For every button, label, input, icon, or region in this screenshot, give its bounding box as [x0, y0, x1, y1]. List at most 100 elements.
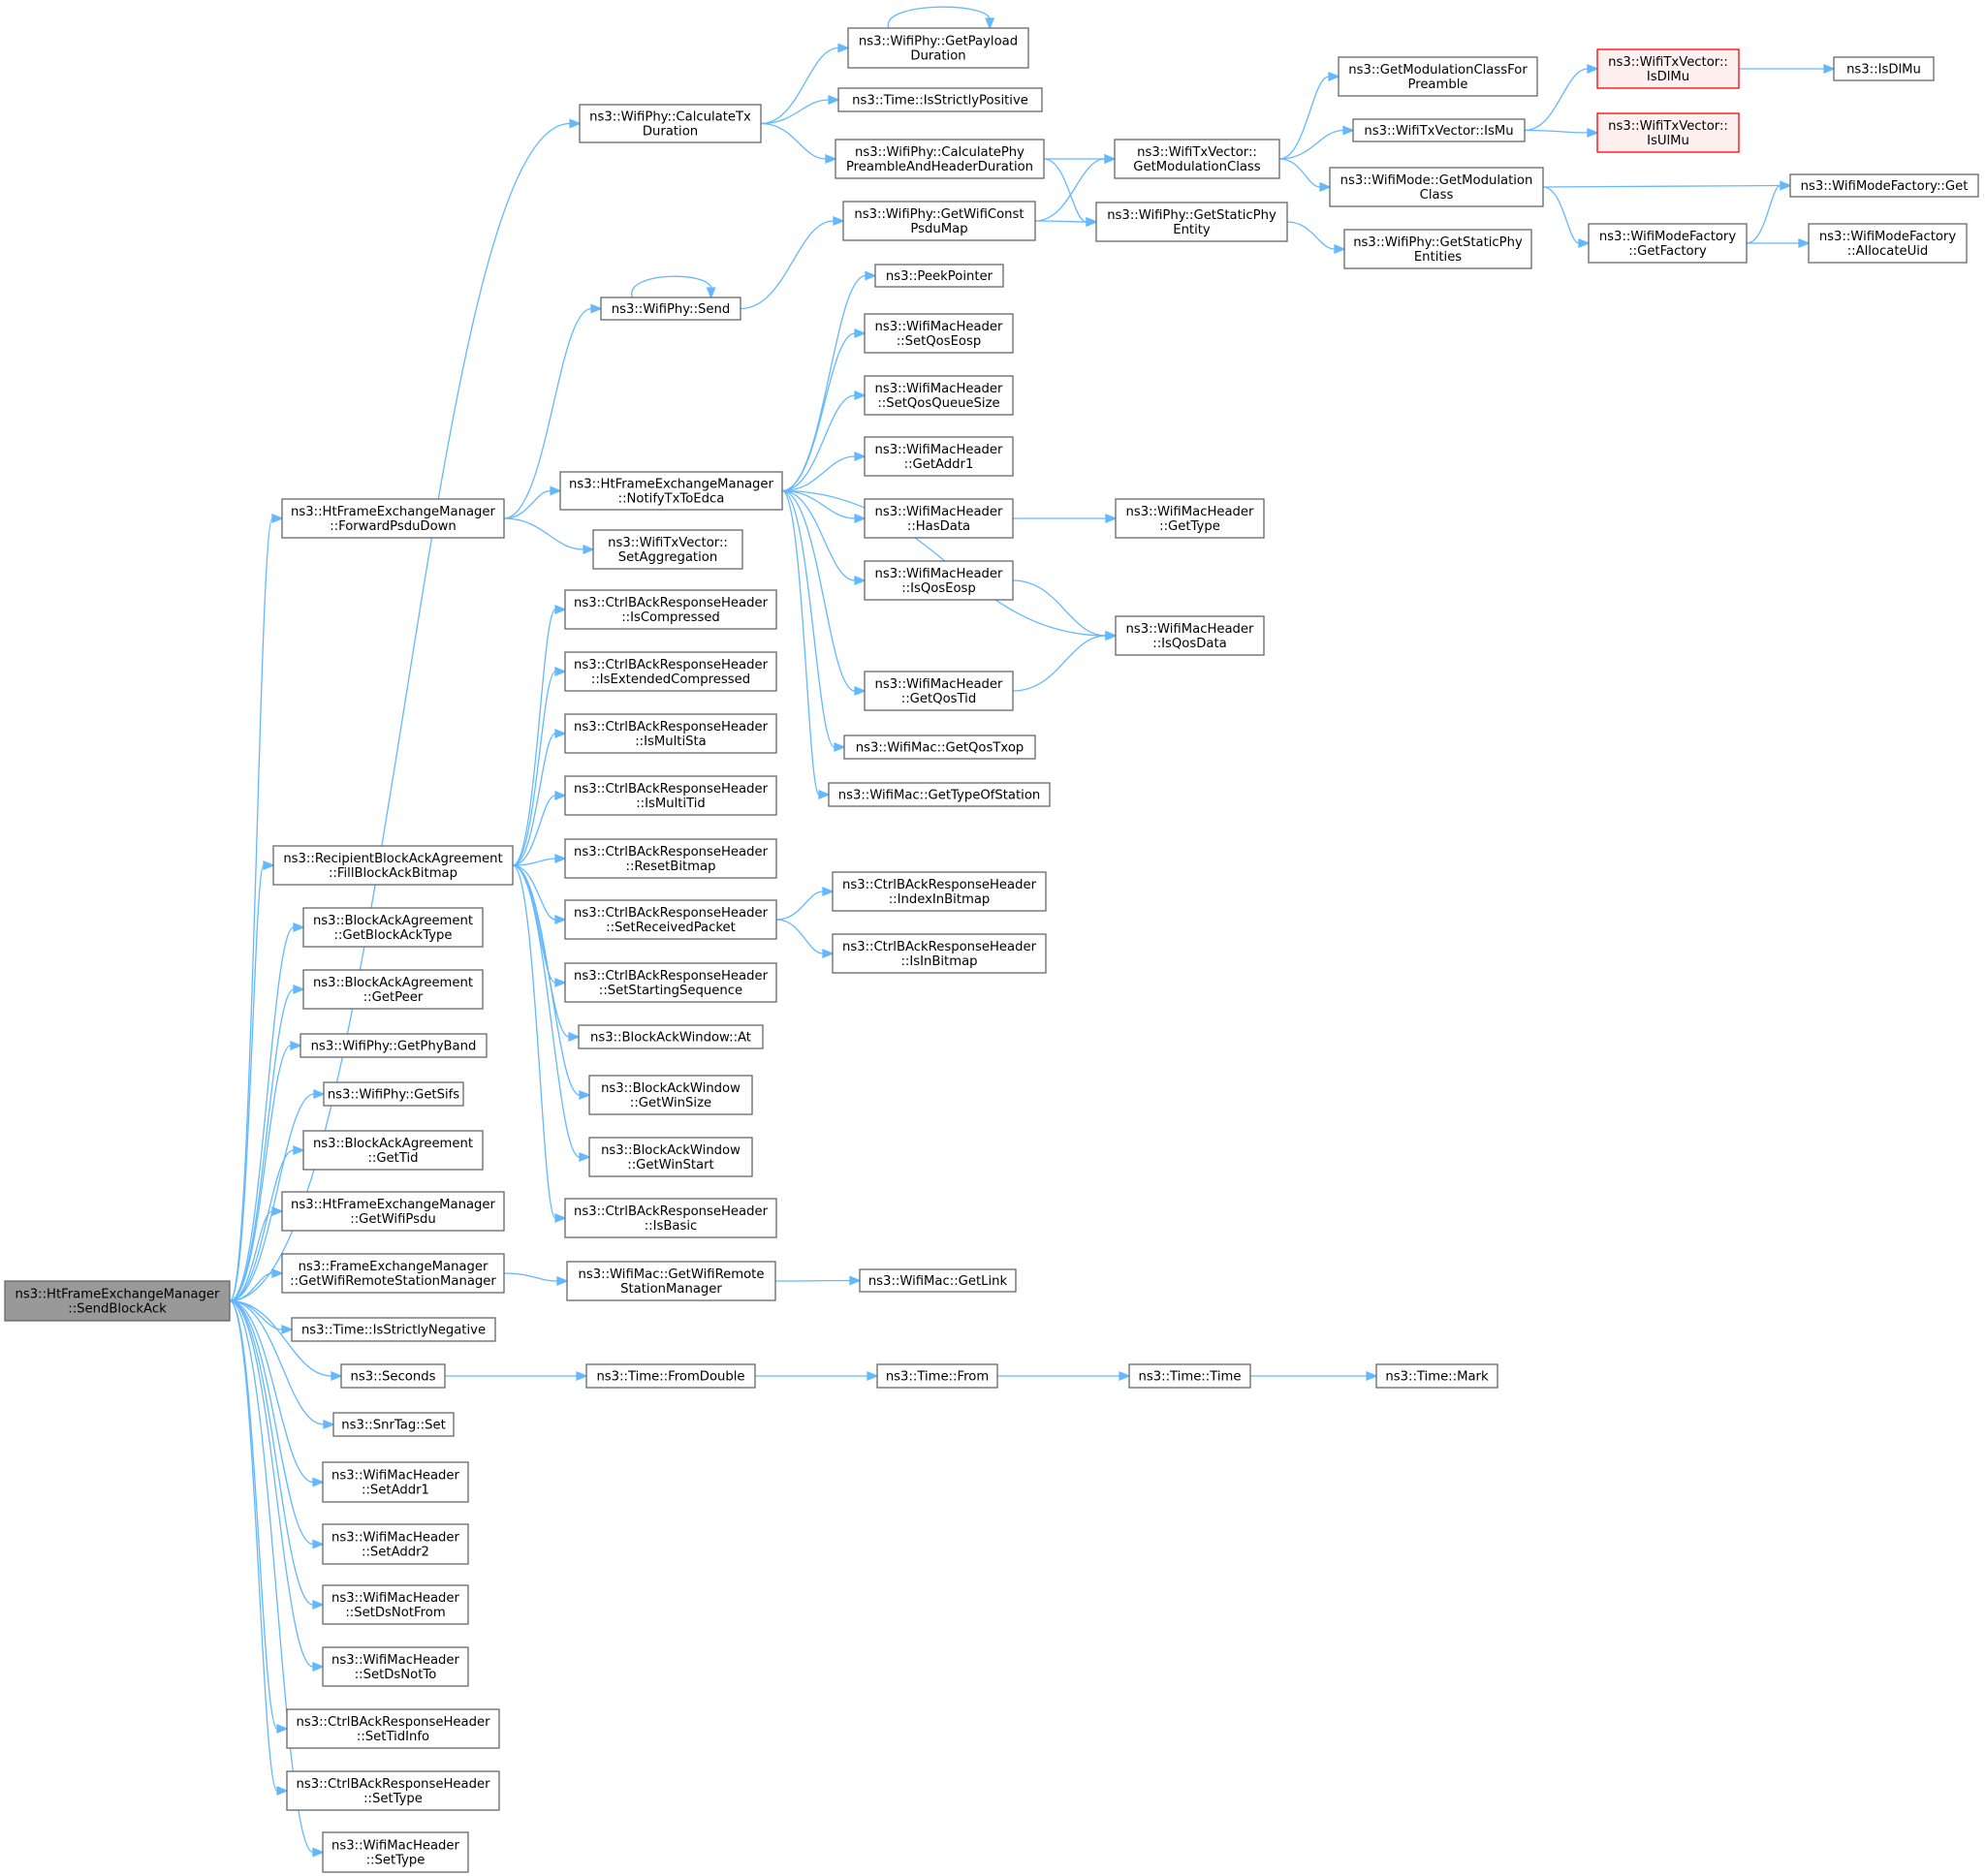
node-label: ns3::WifiTxVector:: — [1608, 55, 1728, 70]
node-seconds[interactable]: ns3::Seconds — [340, 1363, 446, 1389]
node-isMultiSta[interactable]: ns3::CtrlBAckResponseHeader::IsMultiSta — [564, 713, 777, 754]
node-getAddr1[interactable]: ns3::WifiMacHeader::GetAddr1 — [864, 436, 1014, 477]
node-getQosTxop[interactable]: ns3::WifiMac::GetQosTxop — [843, 735, 1036, 760]
node-send[interactable]: ns3::WifiPhy::Send — [600, 297, 741, 321]
node-txvGetModClass[interactable]: ns3::WifiTxVector::GetModulationClass — [1114, 139, 1280, 179]
node-fillBitmap[interactable]: ns3::RecipientBlockAckAgreement::FillBlo… — [272, 845, 514, 886]
node-from[interactable]: ns3::Time::From — [876, 1363, 998, 1389]
node-calcPhyPre[interactable]: ns3::WifiPhy::CalculatePhyPreambleAndHea… — [835, 139, 1045, 179]
node-label: ::HasData — [907, 519, 970, 534]
node-isBasic[interactable]: ns3::CtrlBAckResponseHeader::IsBasic — [564, 1198, 777, 1238]
node-box — [859, 1268, 1017, 1293]
node-getBlockAckType[interactable]: ns3::BlockAckAgreement::GetBlockAckType — [302, 907, 484, 948]
node-timeCtor[interactable]: ns3::Time::Time — [1128, 1363, 1251, 1389]
node-getPeer[interactable]: ns3::BlockAckAgreement::GetPeer — [302, 969, 484, 1010]
node-isDlMu[interactable]: ns3::IsDlMu — [1833, 56, 1935, 81]
node-isMultiTid[interactable]: ns3::CtrlBAckResponseHeader::IsMultiTid — [564, 775, 777, 816]
node-setAggregation[interactable]: ns3::WifiTxVector::SetAggregation — [592, 529, 743, 570]
node-bawGetWinSize[interactable]: ns3::BlockAckWindow::GetWinSize — [588, 1075, 753, 1115]
node-getType[interactable]: ns3::WifiMacHeader::GetType — [1115, 498, 1265, 539]
node-isInBitmap[interactable]: ns3::CtrlBAckResponseHeader::IsInBitmap — [832, 933, 1047, 974]
node-baGetTid[interactable]: ns3::BlockAckAgreement::GetTid — [302, 1130, 484, 1171]
node-label: ::AllocateUid — [1847, 244, 1929, 259]
node-fromDouble[interactable]: ns3::Time::FromDouble — [585, 1363, 756, 1389]
node-txvIsMu[interactable]: ns3::WifiTxVector::IsMu — [1352, 118, 1526, 142]
node-setDsNotTo[interactable]: ns3::WifiMacHeader::SetDsNotTo — [322, 1646, 469, 1687]
node-setQosQueueSize[interactable]: ns3::WifiMacHeader::SetQosQueueSize — [864, 375, 1014, 416]
node-label: ns3::BlockAckAgreement — [313, 1137, 473, 1151]
node-indexInBitmap[interactable]: ns3::CtrlBAckResponseHeader::IndexInBitm… — [832, 871, 1047, 912]
node-label: SetAggregation — [618, 550, 717, 565]
edge-arrowhead — [1319, 182, 1332, 192]
edge-line — [760, 99, 830, 125]
node-box — [842, 201, 1036, 241]
node-box — [876, 1363, 998, 1389]
edge-line — [512, 609, 556, 866]
node-box — [286, 1770, 500, 1811]
node-wmGetModClass[interactable]: ns3::WifiMode::GetModulationClass — [1329, 167, 1544, 207]
node-bawGetWinStart[interactable]: ns3::BlockAckWindow::GetWinStart — [588, 1137, 753, 1177]
node-label: ns3::CtrlBAckResponseHeader — [574, 658, 769, 672]
node-label: ns3::WifiPhy::GetWifiConst — [854, 207, 1024, 222]
edge-line — [512, 864, 581, 1158]
node-fxmGetRsm[interactable]: ns3::FrameExchangeManager::GetWifiRemote… — [281, 1253, 505, 1294]
node-macGetRsm[interactable]: ns3::WifiMac::GetWifiRemoteStationManage… — [566, 1261, 776, 1301]
node-setQosEosp[interactable]: ns3::WifiMacHeader::SetQosEosp — [864, 313, 1014, 354]
node-root[interactable]: ns3::HtFrameExchangeManager::SendBlockAc… — [4, 1280, 231, 1322]
node-box — [1338, 56, 1538, 97]
node-strictNeg[interactable]: ns3::Time::IsStrictlyNegative — [291, 1317, 496, 1342]
node-setDsNotFrom[interactable]: ns3::WifiMacHeader::SetDsNotFrom — [322, 1584, 469, 1625]
node-bawAt[interactable]: ns3::BlockAckWindow::At — [578, 1024, 764, 1049]
node-isQosData[interactable]: ns3::WifiMacHeader::IsQosData — [1115, 615, 1265, 656]
node-snrSet[interactable]: ns3::SnrTag::Set — [332, 1412, 455, 1437]
edge-line — [1542, 184, 1781, 188]
node-getPhyBand[interactable]: ns3::WifiPhy::GetPhyBand — [299, 1033, 488, 1058]
node-getTypeOfStation[interactable]: ns3::WifiMac::GetTypeOfStation — [828, 782, 1051, 807]
edge-line — [229, 122, 571, 1302]
edge-arrowhead — [854, 514, 867, 523]
node-setAddr1[interactable]: ns3::WifiMacHeader::SetAddr1 — [322, 1461, 469, 1503]
node-isQosEosp[interactable]: ns3::WifiMacHeader::IsQosEosp — [864, 560, 1014, 601]
node-box — [864, 375, 1014, 416]
edge-line — [1746, 184, 1781, 244]
node-label: ::IsQosEosp — [901, 581, 976, 596]
node-resetBitmap[interactable]: ns3::CtrlBAckResponseHeader::ResetBitmap — [564, 838, 777, 879]
node-getLink[interactable]: ns3::WifiMac::GetLink — [859, 1268, 1017, 1293]
node-setAddr2[interactable]: ns3::WifiMacHeader::SetAddr2 — [322, 1523, 469, 1565]
node-setReceivedPacket[interactable]: ns3::CtrlBAckResponseHeader::SetReceived… — [564, 899, 777, 940]
edge-arrowhead — [828, 95, 840, 105]
node-getQosTid[interactable]: ns3::WifiMacHeader::GetQosTid — [864, 671, 1014, 711]
edge-line — [775, 891, 824, 921]
node-label: ns3::HtFrameExchangeManager — [291, 1198, 495, 1212]
node-txvIsUlMu[interactable]: ns3::WifiTxVector::IsUlMu — [1596, 112, 1740, 153]
node-forwardPsdu[interactable]: ns3::HtFrameExchangeManager::ForwardPsdu… — [281, 498, 505, 539]
node-getWifiPsdu[interactable]: ns3::HtFrameExchangeManager::GetWifiPsdu — [281, 1191, 505, 1232]
edge-root-to-getPeer — [229, 985, 305, 1302]
node-hasData[interactable]: ns3::WifiMacHeader::HasData — [864, 498, 1014, 539]
node-setTidInfo[interactable]: ns3::CtrlBAckResponseHeader::SetTidInfo — [286, 1708, 500, 1749]
edge-txvGetModClass-to-wmGetModClass — [1278, 158, 1332, 192]
edge-line — [503, 1272, 558, 1282]
node-notifyTx[interactable]: ns3::HtFrameExchangeManager::NotifyTxToE… — [559, 471, 783, 511]
node-txvIsDlMu[interactable]: ns3::WifiTxVector::IsDlMu — [1596, 48, 1740, 89]
node-wmfGet[interactable]: ns3::WifiModeFactory::Get — [1789, 173, 1979, 198]
node-wmfGetFactory[interactable]: ns3::WifiModeFactory::GetFactory — [1588, 223, 1748, 264]
node-isExtCompressed[interactable]: ns3::CtrlBAckResponseHeader::IsExtendedC… — [564, 651, 777, 692]
node-setStartingSeq[interactable]: ns3::CtrlBAckResponseHeader::SetStarting… — [564, 962, 777, 1003]
node-mark[interactable]: ns3::Time::Mark — [1375, 1363, 1498, 1389]
node-label: ns3::Time::From — [886, 1370, 989, 1385]
node-ctrlSetType[interactable]: ns3::CtrlBAckResponseHeader::SetType — [286, 1770, 500, 1811]
node-isCompressed[interactable]: ns3::CtrlBAckResponseHeader::IsCompresse… — [564, 589, 777, 630]
edge-line — [229, 1299, 314, 1484]
node-getSifs[interactable]: ns3::WifiPhy::GetSifs — [323, 1081, 464, 1107]
node-peekPtr[interactable]: ns3::PeekPointer — [874, 264, 1004, 288]
node-wmfAllocUid[interactable]: ns3::WifiModeFactory::AllocateUid — [1808, 223, 1968, 264]
node-strictPos[interactable]: ns3::Time::IsStrictlyPositive — [837, 87, 1043, 112]
node-macSetType[interactable]: ns3::WifiMacHeader::SetType — [322, 1831, 469, 1873]
